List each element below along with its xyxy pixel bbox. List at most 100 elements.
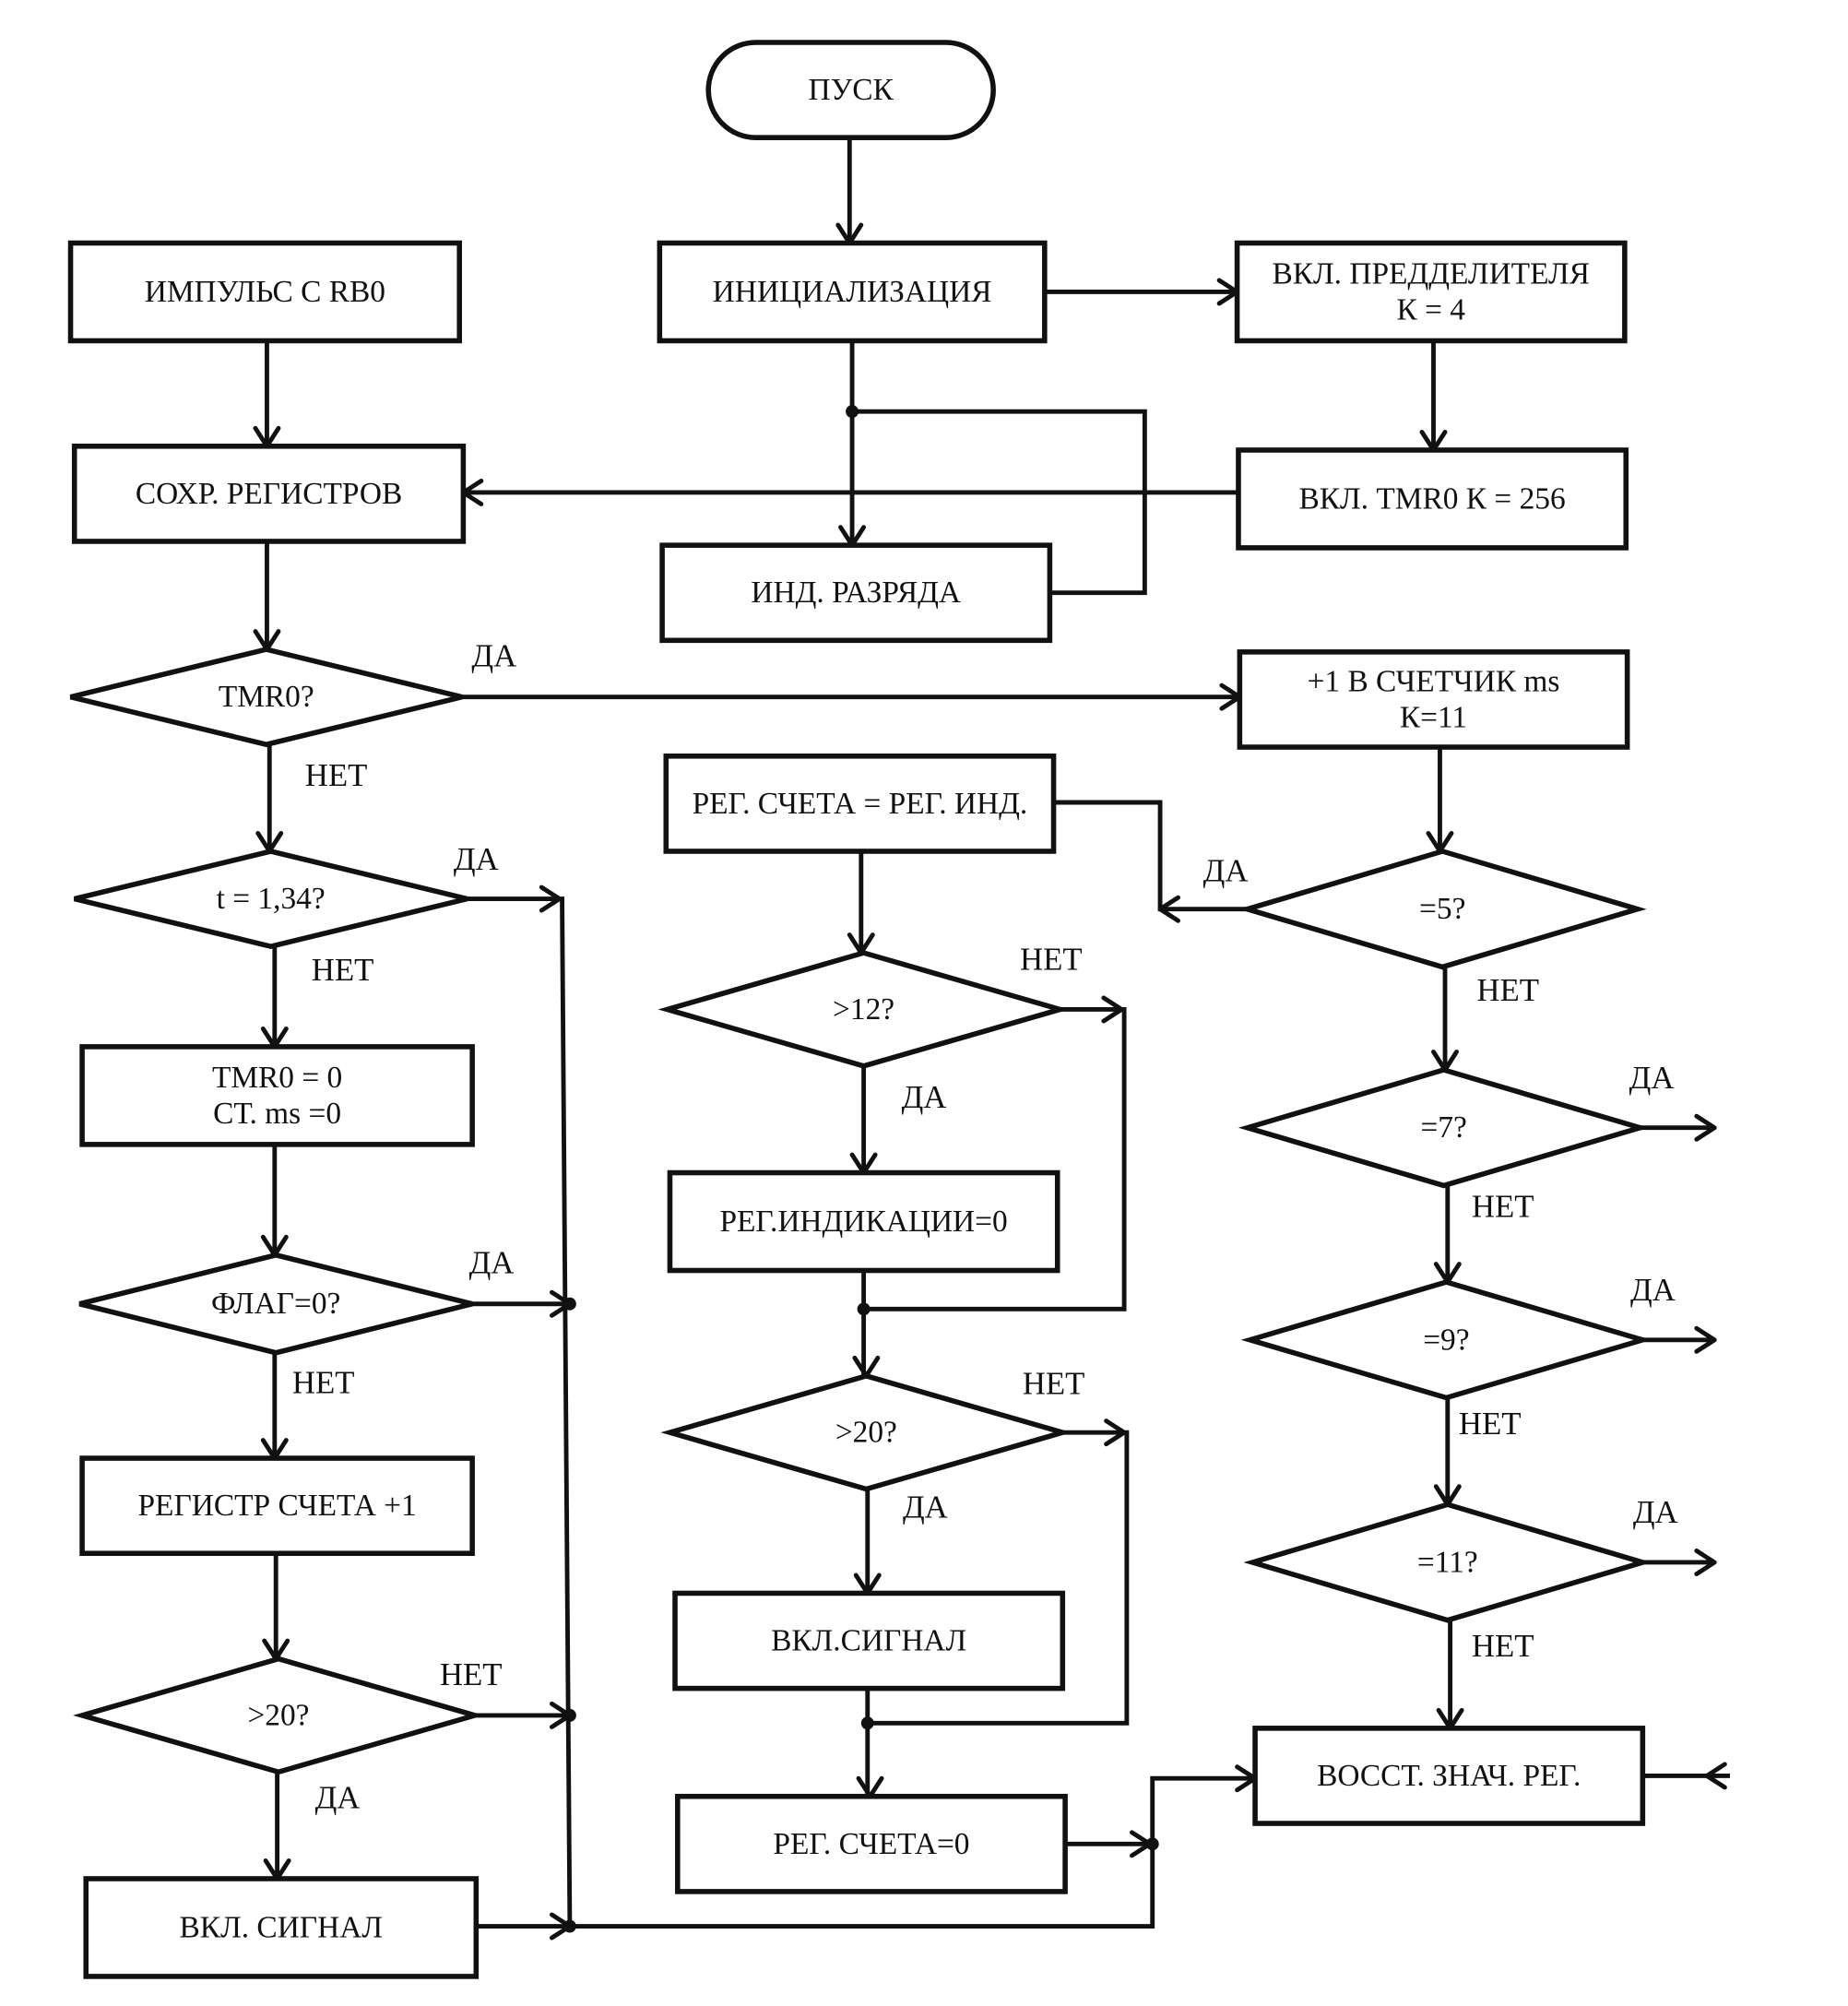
exit-arrow-icon [1694, 1113, 1717, 1142]
node-label: РЕГ. СЧЕТА = РЕГ. ИНД. [693, 787, 1028, 821]
arrowhead-icon [856, 1775, 884, 1799]
arrowhead-icon [1157, 895, 1180, 923]
process-shape [667, 1169, 1060, 1274]
branch-label-yes: ДА [315, 1780, 361, 1816]
node-count-inc: РЕГИСТР СЧЕТА +1 [79, 1455, 475, 1557]
branch-label-yes: ДА [471, 638, 516, 674]
process-shape [71, 444, 467, 544]
branch-label-yes: ДА [1203, 852, 1249, 888]
node-label: ВОССТ. ЗНАЧ. РЕГ. [1317, 1759, 1581, 1793]
node-pulse: ИМПУЛЬС С RB0 [67, 240, 462, 344]
branch-label-no: НЕТ [1023, 1366, 1085, 1402]
node-label: ВКЛ. СИГНАЛ [180, 1910, 383, 1944]
incoming-arrow-icon [1704, 1762, 1727, 1790]
process-shape [1237, 649, 1630, 750]
node-signal-mid: ВКЛ.СИГНАЛ [672, 1590, 1066, 1691]
process-shape [672, 1590, 1066, 1691]
branch-label-no: НЕТ [305, 757, 368, 793]
process-shape [83, 1876, 480, 1979]
node-label: >20? [247, 1698, 309, 1732]
branch-label-yes: ДА [1633, 1494, 1678, 1530]
node-label: >20? [835, 1416, 897, 1450]
node-label: РЕГИСТР СЧЕТА +1 [137, 1489, 416, 1523]
node-count-zero: РЕГ. СЧЕТА=0 [675, 1793, 1068, 1894]
node-tmr0-on: ВКЛ. TMR0 К = 256 [1236, 447, 1629, 551]
node-label: =11? [1417, 1545, 1478, 1579]
node-start: ПУСК [705, 40, 996, 140]
node-label: =5? [1419, 892, 1465, 926]
node-label: ИНД. РАЗРЯДА [751, 576, 961, 610]
node-q-t134: t = 1,34? [74, 849, 468, 950]
node-ms-inc: +1 В СЧЕТЧИК msК=11 [1237, 649, 1630, 750]
junction-dot [563, 1708, 576, 1722]
node-label: СТ. ms =0 [213, 1097, 341, 1131]
node-label: TMR0 = 0 [212, 1061, 342, 1095]
process-shape [1252, 1726, 1646, 1826]
node-label: ВКЛ. TMR0 К = 256 [1299, 481, 1566, 516]
node-label: >12? [833, 992, 894, 1027]
node-q-eq9: =9? [1240, 1279, 1653, 1401]
process-shape [1236, 447, 1629, 551]
branch-label-no: НЕТ [312, 952, 374, 988]
node-label: +1 В СЧЕТЧИК ms [1308, 664, 1560, 698]
node-init: ИНИЦИАЛИЗАЦИЯ [657, 240, 1048, 344]
node-save-regs: СОХР. РЕГИСТРОВ [71, 444, 467, 544]
decision-shape [74, 849, 468, 950]
decision-shape [78, 1252, 473, 1356]
junction-dot [563, 1297, 576, 1311]
node-label: К = 4 [1396, 292, 1465, 326]
connector-line [467, 896, 573, 1927]
arrowhead-icon [852, 1355, 881, 1379]
decision-shape [1243, 1502, 1653, 1623]
branch-label-yes: ДА [1629, 1060, 1675, 1096]
branch-label-yes: ДА [469, 1245, 515, 1281]
exit-arrow-icon [1694, 1549, 1717, 1576]
node-label: РЕГ.ИНДИКАЦИИ=0 [719, 1205, 1007, 1239]
node-q-gt12: >12? [657, 950, 1070, 1069]
node-q-eq7: =7? [1238, 1067, 1650, 1189]
node-label: t = 1,34? [217, 882, 326, 916]
connectors [253, 137, 1730, 1941]
branch-label-yes: ДА [903, 1490, 948, 1525]
decision-shape [1238, 849, 1647, 970]
branch-label-no: НЕТ [1472, 1628, 1534, 1664]
node-label: ВКЛ. ПРЕДДЕЛИТЕЛЯ [1272, 256, 1590, 291]
exit-arrow-icon [1694, 1325, 1717, 1354]
node-ind-zero: РЕГ.ИНДИКАЦИИ=0 [667, 1169, 1060, 1274]
process-shape [67, 240, 462, 344]
node-signal-left: ВКЛ. СИГНАЛ [83, 1876, 480, 1979]
connector-line [863, 1007, 1127, 1312]
arrowhead-icon [1104, 1418, 1127, 1447]
node-label: ИНИЦИАЛИЗАЦИЯ [713, 275, 992, 309]
node-label: TMR0? [219, 680, 314, 714]
branch-label-no: НЕТ [440, 1656, 503, 1692]
node-q-tmr0: TMR0? [69, 647, 463, 748]
connector-line [1053, 800, 1248, 912]
terminator-shape [705, 40, 996, 140]
connector-line [569, 1775, 1256, 1929]
branch-label-yes: ДА [1630, 1272, 1676, 1308]
branch-label-no: НЕТ [292, 1364, 355, 1400]
connector-line [852, 409, 1147, 596]
process-shape [79, 1044, 475, 1147]
node-q-flag: ФЛАГ=0? [78, 1252, 473, 1356]
junction-dot [1145, 1837, 1159, 1851]
connector-line [867, 1430, 1130, 1726]
node-q-gt20-mid: >20? [660, 1372, 1072, 1492]
node-label: ФЛАГ=0? [211, 1287, 340, 1321]
node-q-gt20-left: >20? [72, 1656, 484, 1775]
node-label: ВКЛ.СИГНАЛ [771, 1624, 966, 1658]
node-label: =7? [1420, 1110, 1466, 1145]
branch-labels: ДАНЕТДАНЕТДАНЕТНЕТДАДАНЕТДАНЕТДАНЕТДАНЕТ… [292, 638, 1678, 1816]
process-shape [663, 754, 1057, 854]
process-shape [79, 1455, 475, 1557]
process-shape [657, 240, 1048, 344]
process-shape [675, 1793, 1068, 1894]
node-ind-digit: ИНД. РАЗРЯДА [659, 542, 1053, 644]
node-label: К=11 [1400, 700, 1467, 734]
arrowhead-icon [539, 884, 563, 913]
decision-shape [69, 647, 463, 748]
decision-shape [1238, 1067, 1650, 1189]
